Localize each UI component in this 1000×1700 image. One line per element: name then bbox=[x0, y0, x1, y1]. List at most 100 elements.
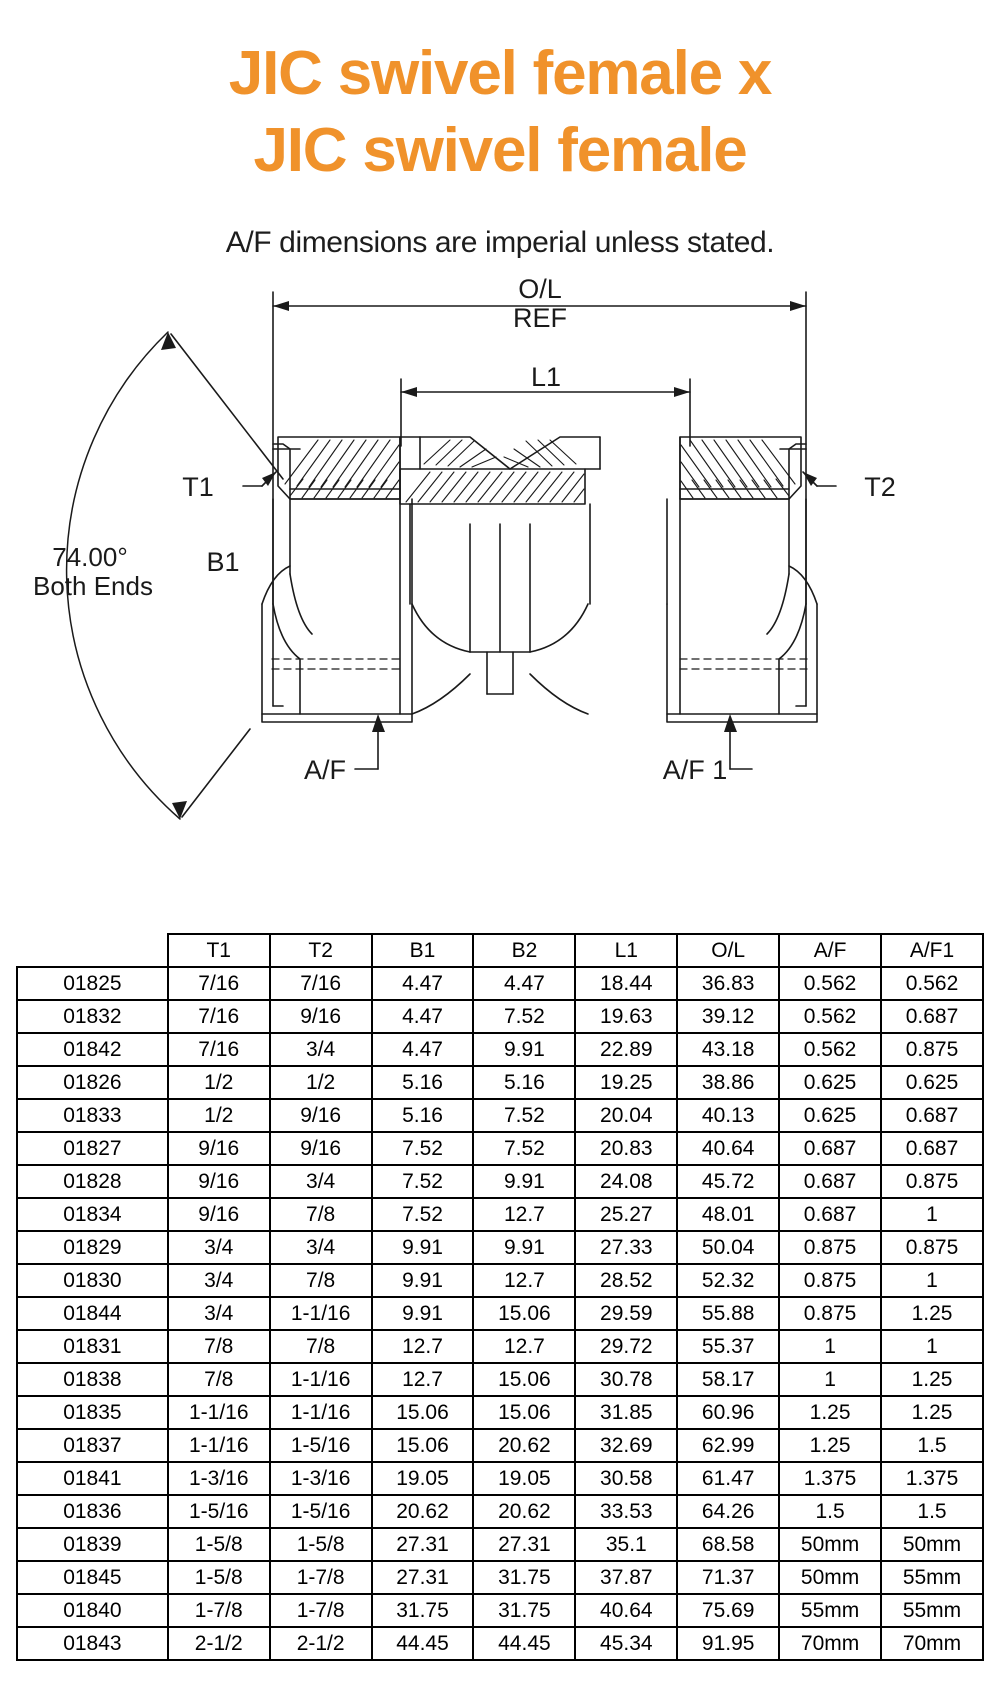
cell-t2: 1-5/16 bbox=[268, 1494, 373, 1529]
cell-ol: 36.83 bbox=[676, 966, 781, 1001]
cell-t2: 3/4 bbox=[268, 1032, 373, 1067]
cell-b1: 5.16 bbox=[370, 1098, 475, 1133]
cell-b1: 20.62 bbox=[370, 1494, 475, 1529]
cell-t2: 9/16 bbox=[268, 1098, 373, 1133]
cell-t2: 2-1/2 bbox=[268, 1626, 373, 1661]
cell-b1: 9.91 bbox=[370, 1230, 475, 1265]
cell-t1: 1-1/16 bbox=[166, 1428, 271, 1463]
cell-b2: 27.31 bbox=[472, 1527, 577, 1562]
cell-t1: 1-5/8 bbox=[166, 1527, 271, 1562]
cell-t1: 3/4 bbox=[166, 1230, 271, 1265]
cell-t2: 1-1/16 bbox=[268, 1362, 373, 1397]
cell-ol: 58.17 bbox=[676, 1362, 781, 1397]
cell-b1: 5.16 bbox=[370, 1065, 475, 1100]
cell-part-code: 01837 bbox=[16, 1428, 169, 1463]
cell-af: 1 bbox=[778, 1362, 883, 1397]
label-angle-note: Both Ends bbox=[33, 571, 153, 601]
cell-l1: 29.59 bbox=[574, 1296, 679, 1331]
column-header-l1: L1 bbox=[574, 933, 679, 968]
cell-b1: 44.45 bbox=[370, 1626, 475, 1661]
cell-t1: 1/2 bbox=[166, 1065, 271, 1100]
cell-t2: 1-5/16 bbox=[268, 1428, 373, 1463]
cell-t2: 1-1/16 bbox=[268, 1296, 373, 1331]
cell-b1: 15.06 bbox=[370, 1428, 475, 1463]
cell-ol: 61.47 bbox=[676, 1461, 781, 1496]
technical-drawing: O/L REF L1 T1 T2 B1 74.00° Both Ends A/F… bbox=[0, 274, 1000, 859]
cell-af1: 1.25 bbox=[880, 1296, 984, 1331]
cell-ol: 39.12 bbox=[676, 999, 781, 1034]
cell-af1: 0.687 bbox=[880, 999, 984, 1034]
cell-part-code: 01829 bbox=[16, 1230, 169, 1265]
cell-b2: 12.7 bbox=[472, 1329, 577, 1364]
label-t2: T2 bbox=[864, 472, 896, 502]
cell-b1: 7.52 bbox=[370, 1197, 475, 1232]
cell-t1: 1-3/16 bbox=[166, 1461, 271, 1496]
cell-t2: 3/4 bbox=[268, 1164, 373, 1199]
cell-af: 0.875 bbox=[778, 1296, 883, 1331]
cell-b1: 9.91 bbox=[370, 1296, 475, 1331]
cell-af: 1.25 bbox=[778, 1395, 883, 1430]
column-header-t2: T2 bbox=[268, 933, 373, 968]
label-t1: T1 bbox=[182, 472, 214, 502]
cell-t1: 1-5/16 bbox=[166, 1494, 271, 1529]
cell-ol: 55.37 bbox=[676, 1329, 781, 1364]
cell-af: 1 bbox=[778, 1329, 883, 1364]
cell-b2: 12.7 bbox=[472, 1197, 577, 1232]
cell-af: 0.687 bbox=[778, 1164, 883, 1199]
cell-t2: 1-7/8 bbox=[268, 1593, 373, 1628]
cell-ol: 48.01 bbox=[676, 1197, 781, 1232]
cell-l1: 27.33 bbox=[574, 1230, 679, 1265]
cell-af1: 1.5 bbox=[880, 1428, 984, 1463]
cell-af1: 1 bbox=[880, 1263, 984, 1298]
cell-b2: 15.06 bbox=[472, 1395, 577, 1430]
cell-af: 0.562 bbox=[778, 999, 883, 1034]
cell-l1: 24.08 bbox=[574, 1164, 679, 1199]
cell-part-code: 01836 bbox=[16, 1494, 169, 1529]
page-title-block: JIC swivel female x JIC swivel female bbox=[0, 0, 1000, 183]
cell-b1: 7.52 bbox=[370, 1131, 475, 1166]
cell-b2: 31.75 bbox=[472, 1593, 577, 1628]
cell-part-code: 01842 bbox=[16, 1032, 169, 1067]
cell-t1: 1-1/16 bbox=[166, 1395, 271, 1430]
cell-b1: 4.47 bbox=[370, 1032, 475, 1067]
cell-t2: 1-3/16 bbox=[268, 1461, 373, 1496]
cell-af1: 1 bbox=[880, 1329, 984, 1364]
cell-af1: 1.5 bbox=[880, 1494, 984, 1529]
cell-t1: 7/8 bbox=[166, 1329, 271, 1364]
column-header-code bbox=[17, 934, 168, 967]
cell-part-code: 01834 bbox=[16, 1197, 169, 1232]
cell-part-code: 01844 bbox=[16, 1296, 169, 1331]
cell-af1: 55mm bbox=[880, 1593, 984, 1628]
cell-b2: 12.7 bbox=[472, 1263, 577, 1298]
cell-part-code: 01840 bbox=[16, 1593, 169, 1628]
cell-af: 0.875 bbox=[778, 1230, 883, 1265]
cell-b2: 15.06 bbox=[472, 1362, 577, 1397]
cell-ol: 75.69 bbox=[676, 1593, 781, 1628]
cell-b1: 31.75 bbox=[370, 1593, 475, 1628]
cell-ol: 68.58 bbox=[676, 1527, 781, 1562]
cell-b2: 31.75 bbox=[472, 1560, 577, 1595]
page-title-line-1: JIC swivel female x bbox=[228, 39, 773, 108]
cell-b2: 20.62 bbox=[472, 1428, 577, 1463]
cell-af: 1.25 bbox=[778, 1428, 883, 1463]
cell-b2: 7.52 bbox=[472, 1098, 577, 1133]
column-header-af: A/F bbox=[778, 933, 883, 968]
cell-t1: 7/16 bbox=[166, 966, 271, 1001]
cell-af1: 55mm bbox=[880, 1560, 984, 1595]
cell-t2: 1-7/8 bbox=[268, 1560, 373, 1595]
cell-l1: 20.04 bbox=[574, 1098, 679, 1133]
fitting-cross-section-svg: O/L REF L1 T1 T2 B1 74.00° Both Ends A/F… bbox=[33, 274, 896, 821]
cell-t1: 1-7/8 bbox=[166, 1593, 271, 1628]
cell-t1: 9/16 bbox=[166, 1131, 271, 1166]
cell-ol: 71.37 bbox=[676, 1560, 781, 1595]
cell-b2: 5.16 bbox=[472, 1065, 577, 1100]
cell-af1: 0.875 bbox=[880, 1230, 984, 1265]
